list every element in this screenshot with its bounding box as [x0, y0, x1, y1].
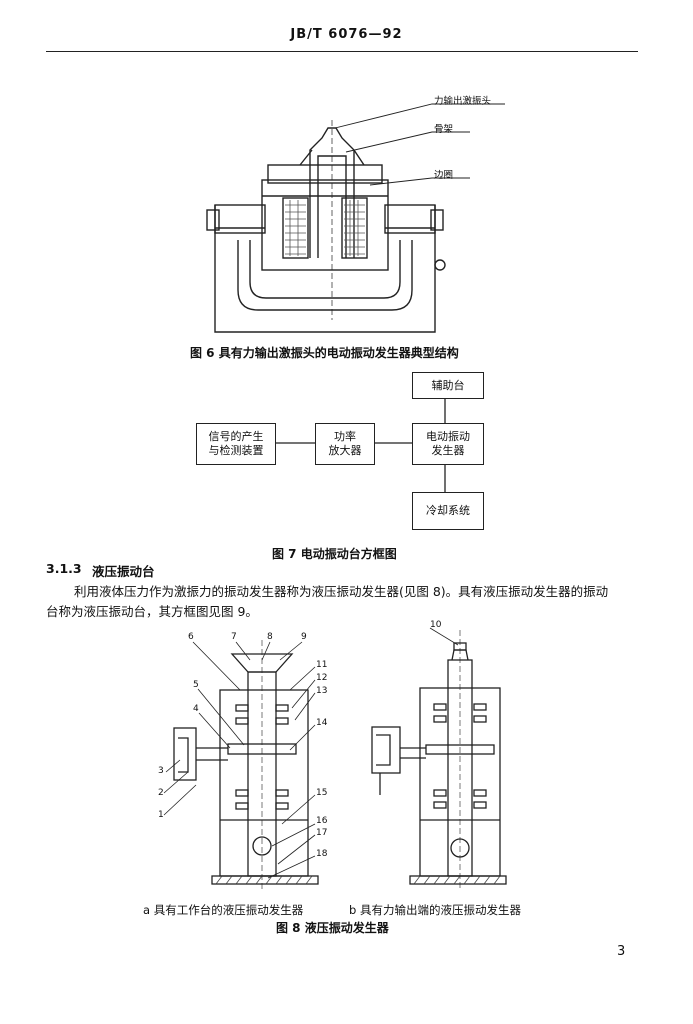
box-cooling-system: 冷却系统 [412, 492, 484, 530]
standard-number-header: JB/T 6076—92 [290, 27, 403, 42]
figure-6-caption: 图 6 具有力输出激振头的电动振动发生器典型结构 [190, 346, 459, 360]
label-frame: 骨架 [434, 124, 454, 135]
ref-number: 14 [316, 718, 328, 728]
ref-number: 8 [267, 632, 273, 642]
header-rule [46, 51, 638, 52]
ref-number: 2 [158, 788, 164, 798]
ref-number: 11 [316, 660, 328, 670]
ref-number: 9 [301, 632, 307, 642]
section-body-line-1: 利用液体压力作为激振力的振动发生器称为液压振动发生器(见图 8)。具有液压振动发… [74, 584, 609, 599]
box-auxiliary-table: 辅助台 [412, 372, 484, 399]
figure-8b-subcaption: b 具有力输出端的液压振动发生器 [349, 903, 521, 917]
figure-7-caption: 图 7 电动振动台方框图 [272, 547, 397, 561]
figure-8-caption: 图 8 液压振动发生器 [276, 921, 389, 935]
ref-number: 16 [316, 816, 328, 826]
ref-number: 3 [158, 766, 164, 776]
ref-number: 18 [316, 849, 328, 859]
page-number: 3 [617, 944, 626, 959]
ref-number: 17 [316, 828, 328, 838]
figure-8a-subcaption: a 具有工作台的液压振动发生器 [143, 903, 304, 917]
section-body-line-2: 台称为液压振动台，其方框图见图 9。 [46, 604, 258, 619]
ref-number: 5 [193, 680, 199, 690]
box-power-amplifier: 功率 放大器 [315, 423, 375, 465]
ref-number: 13 [316, 686, 328, 696]
ref-number: 7 [231, 632, 237, 642]
ref-number: 4 [193, 704, 199, 714]
box-signal-generation: 信号的产生 与检测装置 [196, 423, 276, 465]
section-number: 3.1.3 [46, 561, 82, 576]
ref-number: 1 [158, 810, 164, 820]
label-flange: 边圈 [434, 170, 454, 181]
ref-number: 15 [316, 788, 328, 798]
section-title: 液压振动台 [92, 564, 155, 579]
label-output-head: 力输出激振头 [434, 96, 492, 107]
ref-number: 12 [316, 673, 328, 683]
ref-number: 10 [430, 620, 442, 630]
box-electrodynamic-shaker: 电动振动 发生器 [412, 423, 484, 465]
ref-number: 6 [188, 632, 194, 642]
